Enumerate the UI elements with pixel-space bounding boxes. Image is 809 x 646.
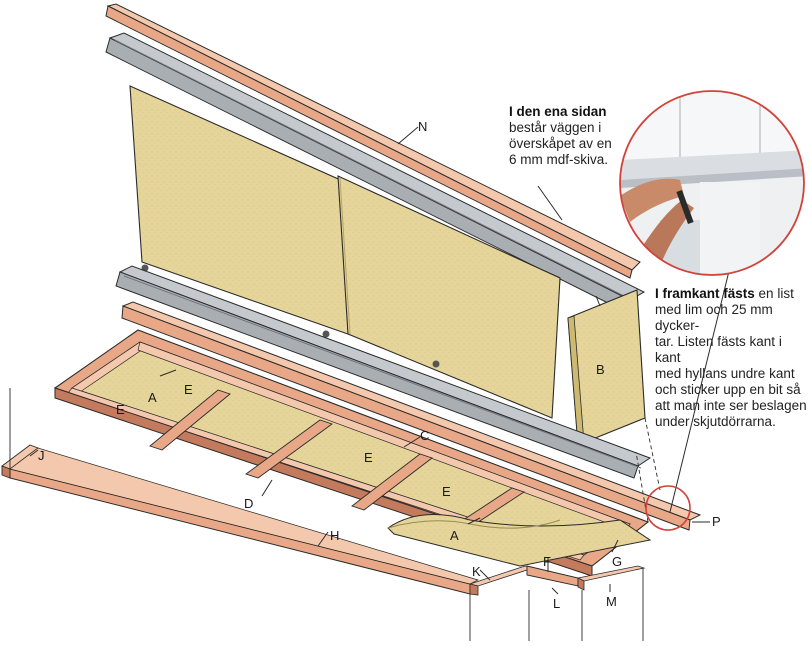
label-k: K <box>472 564 481 579</box>
caption-side-line-1: består väggen i <box>509 120 602 135</box>
label-b: B <box>596 362 605 377</box>
label-e2: E <box>184 382 193 397</box>
shelf-sheet-a <box>387 514 652 567</box>
caption-front-line-2: tar. Listen fästs kant i kant <box>655 334 782 365</box>
lower-rail <box>115 265 652 479</box>
label-e3: E <box>364 450 373 465</box>
label-d: D <box>244 496 253 511</box>
caption-front-line-3: med hyllans undre kant <box>655 366 795 381</box>
label-e1: E <box>116 402 125 417</box>
caption-front-bold: I framkant fästs <box>655 286 755 301</box>
label-p: P <box>712 514 721 529</box>
caption-front-line-6: under skjutdörrarna. <box>655 414 776 429</box>
caption-side-line-2: överskåpet av en <box>509 136 612 151</box>
caption-front-line-4: och sticker upp en bit så <box>655 382 801 397</box>
strip-m <box>576 565 646 591</box>
label-e4: E <box>442 484 451 499</box>
caption-front-line-5: att man inte ser beslagen <box>655 398 807 413</box>
label-h: H <box>330 528 339 543</box>
strip-k <box>468 565 535 596</box>
caption-side-line-3: 6 mm mdf-skiva. <box>509 152 609 167</box>
upper-rail <box>105 32 646 313</box>
strip-n <box>105 3 641 279</box>
caption-side-panel: I den ena sidan består väggen i överskåp… <box>509 104 649 168</box>
caption-front-line-1: med lim och 25 mm dycker- <box>655 302 773 333</box>
inset-photo <box>619 90 805 276</box>
label-g: G <box>612 554 622 569</box>
label-n: N <box>418 119 427 134</box>
label-f: F <box>543 554 551 569</box>
label-a1: A <box>148 390 157 405</box>
label-m: M <box>606 594 617 609</box>
strip-h <box>1 444 479 595</box>
part-labels: N B A E E C E E D J H A K F G L M P <box>38 119 721 611</box>
label-a2: A <box>450 528 459 543</box>
side-panel-b <box>567 289 646 446</box>
detail-marker-circle <box>645 485 691 531</box>
sliding-door-right <box>337 175 561 428</box>
front-strip-p <box>121 301 702 531</box>
label-c: C <box>420 428 429 443</box>
label-j: J <box>38 448 45 463</box>
caption-front-first-rest: en list <box>754 286 794 301</box>
caption-side-bold: I den ena sidan <box>509 104 607 119</box>
reference-lines <box>9 388 661 641</box>
label-l: L <box>553 596 560 611</box>
caption-front-strip: I framkant fästs en list med lim och 25 … <box>655 286 807 430</box>
